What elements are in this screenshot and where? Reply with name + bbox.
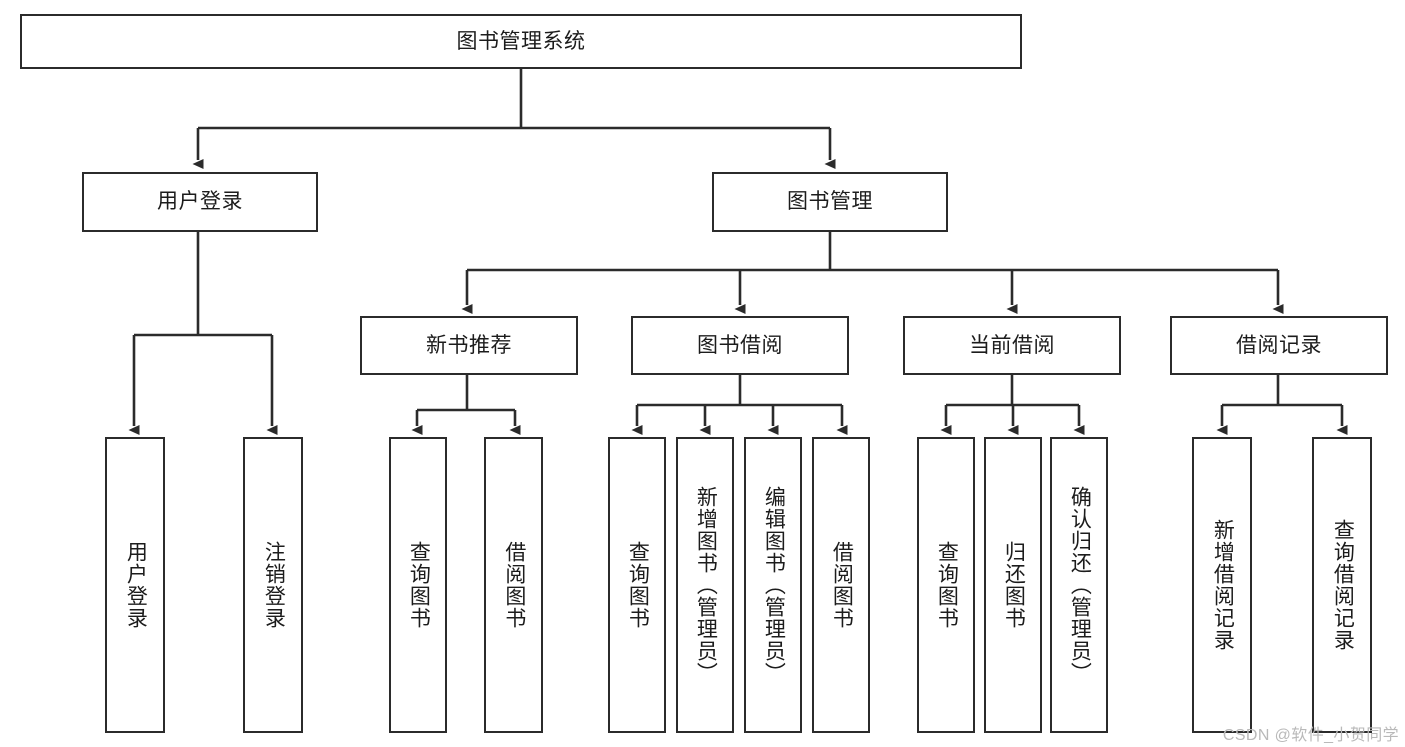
node-loan-record[interactable]: 借阅记录 (1170, 316, 1388, 375)
node-user-login-label: 用户登录 (157, 190, 243, 214)
node-leaf-confirm-return[interactable]: 确认归还（管理员） (1050, 437, 1108, 733)
node-new-book-rec-label: 新书推荐 (426, 333, 512, 357)
node-leaf-confirm-return-label: 确认归还（管理员） (1068, 486, 1092, 684)
node-leaf-logout[interactable]: 注销登录 (243, 437, 303, 733)
node-book-manage[interactable]: 图书管理 (712, 172, 948, 232)
node-new-book-rec[interactable]: 新书推荐 (360, 316, 578, 375)
node-leaf-logout-label: 注销登录 (262, 541, 286, 629)
node-current-loan-label: 当前借阅 (969, 333, 1055, 357)
node-leaf-add-book-label: 新增图书（管理员） (694, 486, 718, 684)
node-leaf-query-loan-record[interactable]: 查询借阅记录 (1312, 437, 1372, 733)
node-loan-record-label: 借阅记录 (1236, 333, 1322, 357)
node-leaf-borrow-book-bor[interactable]: 借阅图书 (812, 437, 870, 733)
node-leaf-user-login[interactable]: 用户登录 (105, 437, 165, 733)
node-leaf-add-loan-record-label: 新增借阅记录 (1211, 519, 1235, 651)
node-root-label: 图书管理系统 (456, 29, 586, 53)
node-leaf-user-login-label: 用户登录 (124, 541, 148, 629)
node-leaf-borrow-book-rec-label: 借阅图书 (502, 541, 526, 629)
node-leaf-return-book[interactable]: 归还图书 (984, 437, 1042, 733)
node-leaf-query-book-bor-label: 查询图书 (626, 541, 650, 629)
node-leaf-query-book-bor[interactable]: 查询图书 (608, 437, 666, 733)
node-book-manage-label: 图书管理 (787, 190, 873, 214)
node-leaf-query-book-rec-label: 查询图书 (407, 541, 431, 629)
node-leaf-query-loan-record-label: 查询借阅记录 (1331, 519, 1355, 651)
node-leaf-edit-book-label: 编辑图书（管理员） (762, 486, 786, 684)
node-leaf-add-book[interactable]: 新增图书（管理员） (676, 437, 734, 733)
node-book-borrow-label: 图书借阅 (697, 333, 783, 357)
node-leaf-edit-book[interactable]: 编辑图书（管理员） (744, 437, 802, 733)
node-leaf-query-book-rec[interactable]: 查询图书 (389, 437, 447, 733)
node-leaf-add-loan-record[interactable]: 新增借阅记录 (1192, 437, 1252, 733)
node-current-loan[interactable]: 当前借阅 (903, 316, 1121, 375)
node-user-login[interactable]: 用户登录 (82, 172, 318, 232)
node-leaf-return-book-label: 归还图书 (1002, 541, 1026, 629)
node-leaf-query-book-cur-label: 查询图书 (935, 541, 959, 629)
node-leaf-borrow-book-rec[interactable]: 借阅图书 (484, 437, 543, 733)
watermark: CSDN @软件_小贺同学 (1222, 727, 1399, 744)
node-leaf-query-book-cur[interactable]: 查询图书 (917, 437, 975, 733)
node-leaf-borrow-book-bor-label: 借阅图书 (830, 541, 854, 629)
node-root[interactable]: 图书管理系统 (20, 14, 1022, 69)
node-book-borrow[interactable]: 图书借阅 (631, 316, 849, 375)
